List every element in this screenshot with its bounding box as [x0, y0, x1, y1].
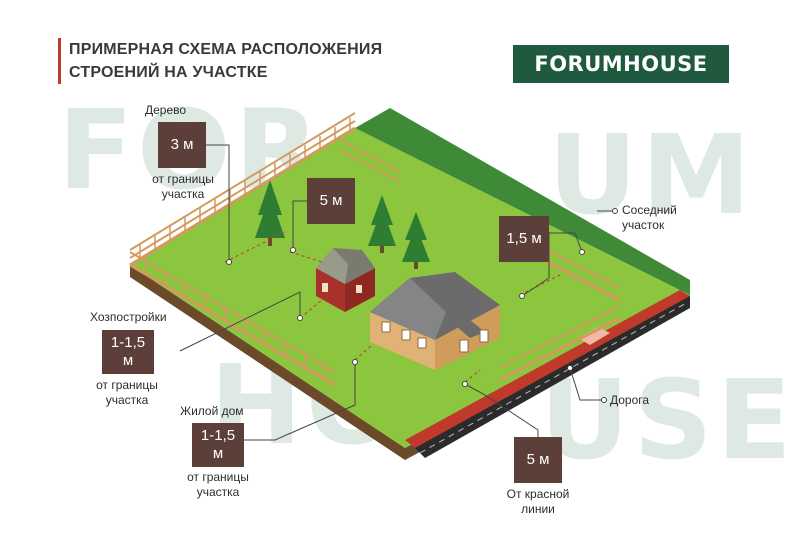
page-title: ПРИМЕРНАЯ СХЕМА РАСПОЛОЖЕНИЯ СТРОЕНИЙ НА…	[58, 38, 382, 84]
house-distance-line-1: 1-1,5	[200, 427, 236, 444]
red-line-note-line-2: линии	[521, 502, 555, 516]
leader-dots	[226, 208, 618, 403]
tree-note: от границы участка	[140, 172, 226, 202]
house-note-line-2: участка	[196, 485, 240, 499]
fence-front-left-posts	[144, 259, 326, 379]
road-marking	[419, 301, 689, 454]
outbuildings-note-line-1: от границы	[96, 378, 158, 392]
between-distance-box: 5 м	[307, 178, 355, 224]
watermark-use: USE	[540, 356, 796, 484]
outbuildings-distance-line-1: 1-1,5	[110, 334, 146, 351]
tree-icon	[255, 180, 285, 246]
fence-left	[129, 112, 356, 267]
leader-lines	[179, 144, 615, 441]
outbuildings-note: от границы участка	[84, 378, 170, 408]
house-note-line-1: от границы	[187, 470, 249, 484]
tree-note-line-1: от границы	[152, 172, 214, 186]
house-note: от границы участка	[175, 470, 261, 500]
house-distance-line-2: м	[212, 445, 224, 462]
title-line-1: ПРИМЕРНАЯ СХЕМА РАСПОЛОЖЕНИЯ	[69, 41, 383, 58]
neighbor-strip	[355, 108, 690, 295]
tree-note-line-2: участка	[161, 187, 205, 201]
tree-icon	[368, 195, 396, 253]
tree-icon	[402, 212, 430, 269]
road-label: Дорога	[610, 393, 650, 407]
tree-label: Дерево	[145, 103, 187, 117]
outbuilding	[316, 248, 375, 312]
fence-right	[499, 245, 621, 382]
red-line-stripe	[405, 290, 690, 448]
road-surface	[415, 296, 690, 458]
outbuildings-distance-box: 1-1,5 м	[102, 330, 154, 374]
title-line-2: СТРОЕНИЙ НА УЧАСТКЕ	[69, 64, 268, 81]
red-line-note-line-1: От красной	[506, 487, 570, 501]
outbuildings-label: Хозпостройки	[90, 310, 167, 324]
neighbor-label-line-2: участок	[622, 218, 665, 232]
car	[578, 327, 610, 345]
distance-lines	[224, 231, 561, 383]
watermark-um: UM	[548, 111, 755, 239]
outbuildings-distance-line-2: м	[122, 352, 134, 369]
outbuildings-note-line-2: участка	[105, 393, 149, 407]
house-distance-box: 1-1,5 м	[192, 423, 244, 467]
tree-distance-box: 3 м	[158, 122, 206, 168]
house	[370, 272, 500, 370]
neighbor-label-line-1: Соседний	[622, 203, 677, 217]
neighbor-distance-box: 1,5 м	[499, 216, 549, 262]
fence-back-small	[339, 139, 401, 183]
red-line-note: От красной линии	[494, 487, 582, 517]
house-label: Жилой дом	[180, 404, 244, 418]
neighbor-label: Соседний участок	[622, 203, 677, 233]
forumhouse-logo: FORUMHOUSE	[513, 45, 729, 83]
red-line-distance-box: 5 м	[514, 437, 562, 483]
